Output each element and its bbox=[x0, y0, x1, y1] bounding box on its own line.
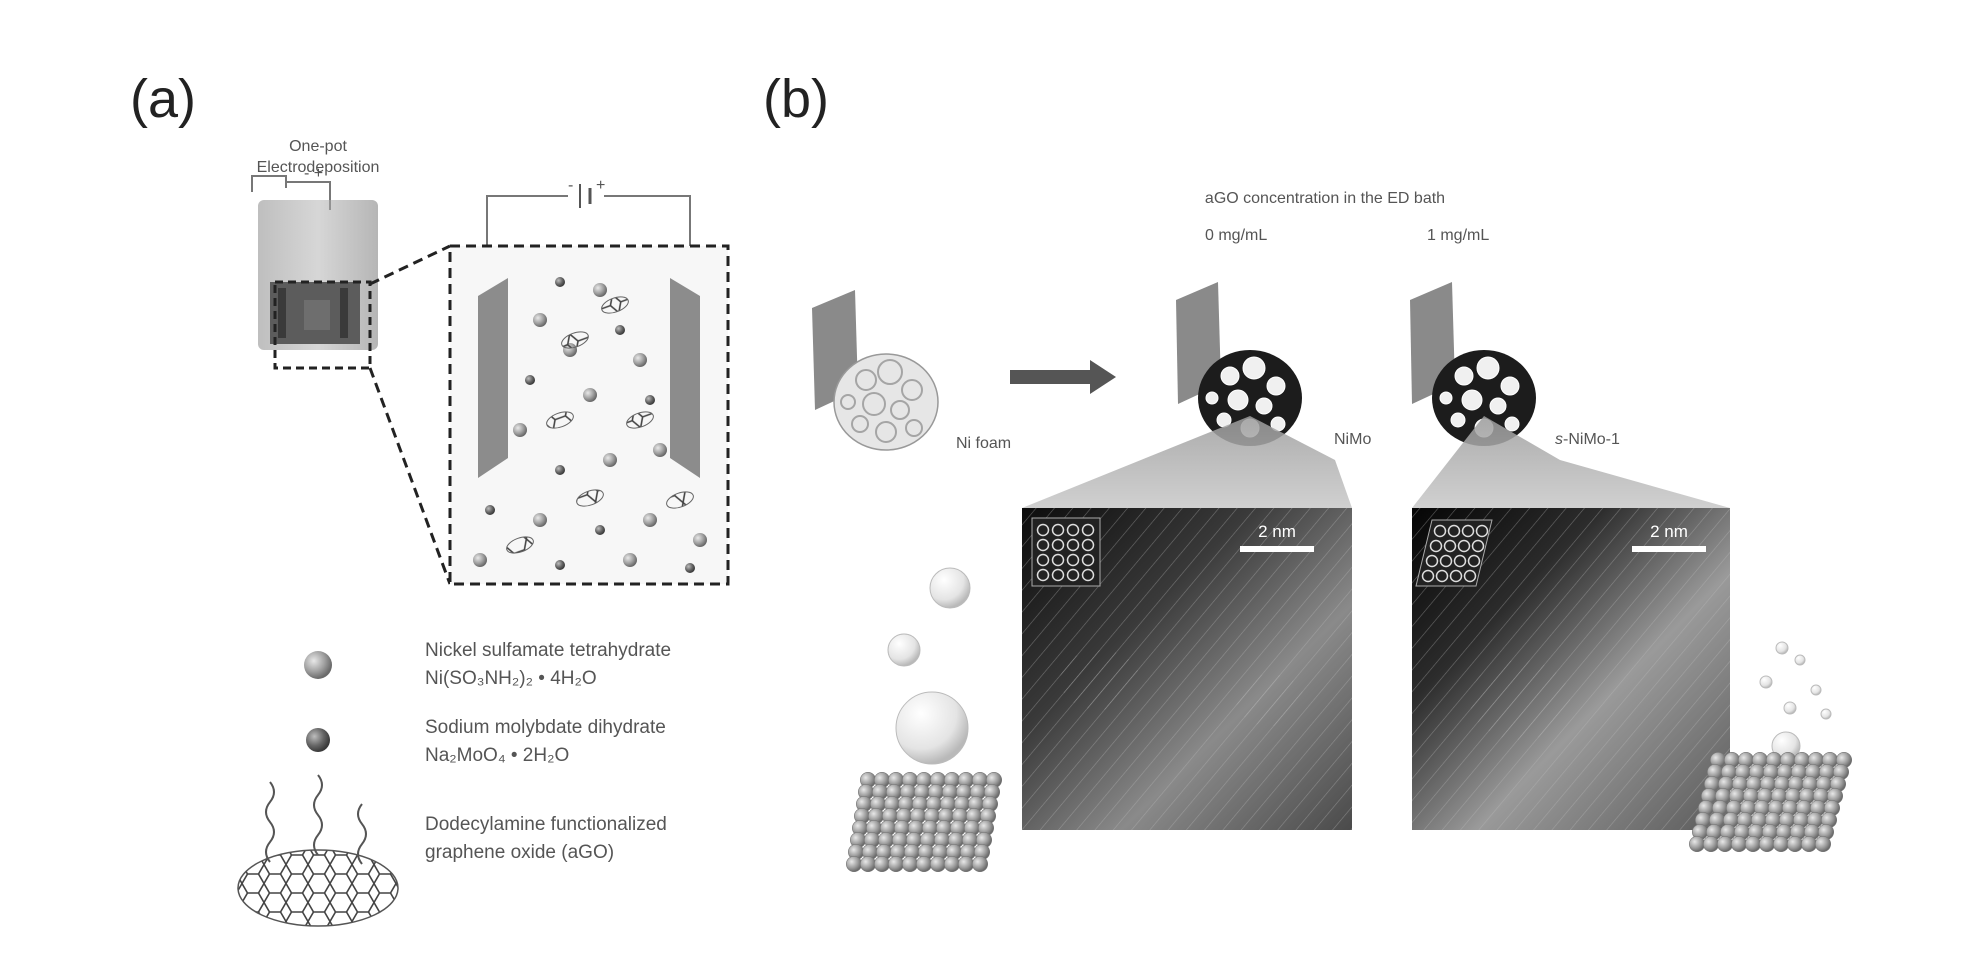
ago-concentration-title: aGO concentration in the ED bath bbox=[1205, 190, 1445, 207]
nickel-particle bbox=[593, 283, 607, 297]
molybdate-particle bbox=[555, 465, 565, 475]
legend-nickel-formula: Ni(SO₃NH₂)₂ • 4H₂O bbox=[425, 668, 597, 689]
ni-foam-label: Ni foam bbox=[956, 435, 1011, 452]
atomic-lattice-block-right bbox=[1689, 752, 1851, 851]
lattice-atom bbox=[860, 856, 875, 871]
nickel-particle bbox=[603, 453, 617, 467]
nimo-label: NiMo bbox=[1334, 431, 1371, 448]
molybdate-particle bbox=[555, 277, 565, 287]
lattice-atom bbox=[944, 856, 959, 871]
lattice-atom bbox=[1773, 836, 1788, 851]
molybdate-particle bbox=[685, 563, 695, 573]
lattice-atom bbox=[1801, 836, 1816, 851]
molybdate-particle bbox=[645, 395, 655, 405]
lattice-atom bbox=[1717, 836, 1732, 851]
atomic-lattice-block-left bbox=[846, 772, 1001, 871]
svg-text:+: + bbox=[596, 177, 605, 194]
molybdate-particle bbox=[615, 325, 625, 335]
lattice-atom bbox=[874, 856, 889, 871]
electrodeposition-cell: - + bbox=[450, 177, 728, 584]
zoom-line-bottom bbox=[370, 368, 450, 584]
lattice-atom bbox=[1703, 836, 1718, 851]
nickel-sphere-icon bbox=[304, 651, 332, 679]
lattice-atom bbox=[916, 856, 931, 871]
legend-ago-name: Dodecylamine functionalized bbox=[425, 814, 667, 835]
beaker-icon: - + bbox=[252, 165, 378, 368]
concentration-right: 1 mg/mL bbox=[1427, 227, 1489, 244]
electrodeposition-title-line1: One-pot bbox=[289, 138, 347, 155]
legend-nickel-name: Nickel sulfamate tetrahydrate bbox=[425, 640, 671, 661]
scale-bar-right-label: 2 nm bbox=[1650, 522, 1688, 541]
lattice-atom bbox=[972, 856, 987, 871]
lattice-atom bbox=[902, 856, 917, 871]
scale-bar-left bbox=[1240, 546, 1314, 552]
lattice-inset-nimo bbox=[1032, 518, 1100, 586]
molybdate-sphere-icon bbox=[306, 728, 330, 752]
s-nimo-foam-icon bbox=[1410, 282, 1536, 446]
nickel-particle bbox=[513, 423, 527, 437]
lattice-atom bbox=[1731, 836, 1746, 851]
process-arrow bbox=[1010, 360, 1116, 394]
legend-ago-desc: graphene oxide (aGO) bbox=[425, 842, 614, 863]
panel-a-label: (a) bbox=[130, 69, 196, 129]
lattice-atom bbox=[846, 856, 861, 871]
nickel-particle bbox=[473, 553, 487, 567]
molybdate-particle bbox=[485, 505, 495, 515]
panel-b-label: (b) bbox=[763, 69, 829, 129]
concentration-left: 0 mg/mL bbox=[1205, 227, 1267, 244]
lattice-atom bbox=[930, 856, 945, 871]
nickel-particle bbox=[633, 353, 647, 367]
nickel-particle bbox=[583, 388, 597, 402]
legend-molybdate-name: Sodium molybdate dihydrate bbox=[425, 717, 666, 738]
s-nimo-label: s-NiMo-1 bbox=[1555, 431, 1620, 448]
svg-text:-: - bbox=[568, 177, 573, 194]
lattice-atom bbox=[1815, 836, 1830, 851]
nickel-particle bbox=[533, 513, 547, 527]
legend-molybdate-formula: Na₂MoO₄ • 2H₂O bbox=[425, 745, 569, 766]
svg-text:- +: - + bbox=[304, 165, 323, 182]
lattice-atom bbox=[1745, 836, 1760, 851]
molybdate-particle bbox=[555, 560, 565, 570]
nickel-particle bbox=[533, 313, 547, 327]
nickel-particle bbox=[693, 533, 707, 547]
nickel-particle bbox=[643, 513, 657, 527]
scale-bar-right bbox=[1632, 546, 1706, 552]
hydrogen-bubbles-left bbox=[888, 568, 970, 764]
lattice-atom bbox=[888, 856, 903, 871]
lattice-atom bbox=[958, 856, 973, 871]
lattice-atom bbox=[1759, 836, 1774, 851]
hydrogen-bubbles-right bbox=[1760, 642, 1831, 760]
nickel-particle bbox=[623, 553, 637, 567]
lattice-atom bbox=[1787, 836, 1802, 851]
graphene-sheet-icon bbox=[238, 775, 398, 926]
zoom-line-top bbox=[370, 246, 450, 284]
molybdate-particle bbox=[595, 525, 605, 535]
zoom-funnel-left bbox=[1022, 416, 1352, 508]
molybdate-particle bbox=[525, 375, 535, 385]
scale-bar-left-label: 2 nm bbox=[1258, 522, 1296, 541]
nickel-particle bbox=[653, 443, 667, 457]
ni-foam-icon bbox=[812, 290, 938, 450]
lattice-atom bbox=[1689, 836, 1704, 851]
